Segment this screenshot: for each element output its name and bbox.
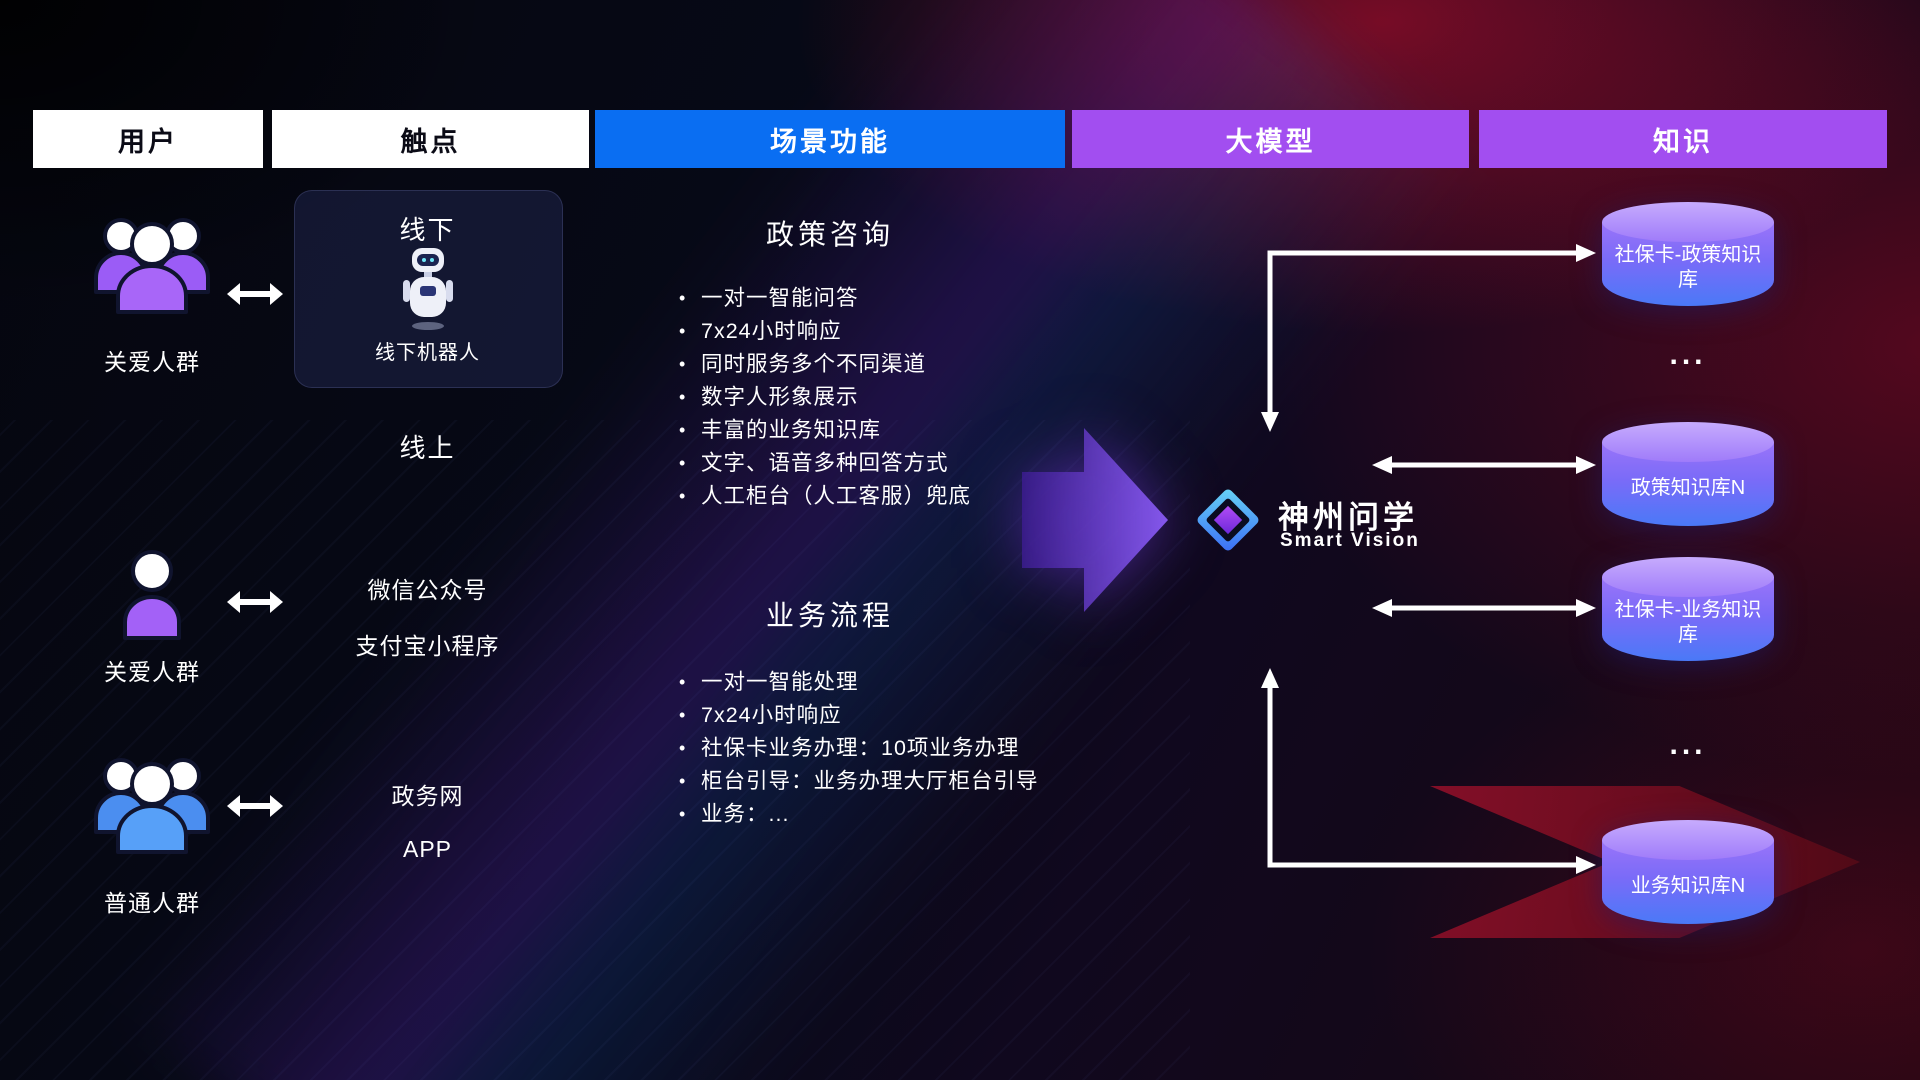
robot-icon — [403, 248, 453, 330]
header-users: 用户 — [33, 110, 263, 168]
feature-item: 社保卡业务办理：10项业务办理 — [677, 732, 1039, 765]
cylinder-top — [1602, 557, 1774, 597]
business-feature-list: 一对一智能处理 7x24小时响应 社保卡业务办理：10项业务办理 柜台引导：业务… — [677, 666, 1039, 831]
bidirectional-arrow-icon — [227, 591, 283, 613]
online-title: 线上 — [399, 433, 456, 463]
scene-title-business: 业务流程 — [765, 600, 894, 631]
db-label: 业务知识库N — [1630, 874, 1746, 897]
db-label: 政策知识库N — [1630, 476, 1746, 499]
user-group-purple-icon — [94, 218, 210, 314]
knowledge-db-business-sscard: 社保卡-业务知识库 — [1602, 557, 1774, 661]
feature-item: 人工柜台（人工客服）兜底 — [677, 480, 971, 513]
scene-title-policy: 政策咨询 — [765, 219, 894, 250]
offline-robot-label: 线下机器人 — [375, 342, 480, 364]
model-subtitle: Smart Vision — [1280, 530, 1420, 551]
cylinder-top — [1602, 202, 1774, 242]
feature-item: 同时服务多个不同渠道 — [677, 348, 971, 381]
db-label: 社保卡-业务知识库 — [1614, 599, 1762, 646]
ellipsis: ... — [1669, 338, 1707, 371]
header-touchpoints: 触点 — [272, 110, 589, 168]
feature-item: 一对一智能处理 — [677, 666, 1039, 699]
offline-title: 线下 — [399, 215, 456, 245]
bidirectional-arrow-icon — [227, 795, 283, 817]
user-single-icon — [123, 550, 181, 640]
policy-feature-list: 一对一智能问答 7x24小时响应 同时服务多个不同渠道 数字人形象展示 丰富的业… — [677, 282, 971, 513]
flow-arrow — [1022, 428, 1168, 612]
smart-vision-logo-icon — [1197, 489, 1259, 551]
model-name: 神州问学 — [1278, 500, 1418, 535]
touchpoint-app: APP — [402, 836, 453, 862]
feature-item: 丰富的业务知识库 — [677, 414, 971, 447]
feature-item: 7x24小时响应 — [677, 699, 1039, 732]
feature-item: 一对一智能问答 — [677, 282, 971, 315]
user-group-blue-icon — [94, 758, 210, 854]
feature-item: 文字、语音多种回答方式 — [677, 447, 971, 480]
knowledge-db-policy-sscard: 社保卡-政策知识库 — [1602, 202, 1774, 306]
touchpoint-wechat: 微信公众号 — [367, 577, 488, 603]
knowledge-db-business-n: 业务知识库N — [1602, 820, 1774, 924]
header-knowledge: 知识 — [1479, 110, 1887, 168]
bidirectional-arrow-icon — [227, 283, 283, 305]
feature-item: 数字人形象展示 — [677, 381, 971, 414]
user-label: 关爱人群 — [104, 659, 200, 685]
user-label: 关爱人群 — [104, 349, 200, 375]
cylinder-top — [1602, 422, 1774, 462]
cylinder-top — [1602, 820, 1774, 860]
feature-item: 业务：... — [677, 798, 1039, 831]
feature-item: 7x24小时响应 — [677, 315, 971, 348]
db-label: 社保卡-政策知识库 — [1614, 244, 1762, 291]
ellipsis: ... — [1669, 728, 1707, 761]
header-scene-functions: 场景功能 — [595, 110, 1065, 168]
header-large-model: 大模型 — [1072, 110, 1469, 168]
touchpoint-alipay: 支付宝小程序 — [355, 633, 500, 659]
feature-item: 柜台引导：业务办理大厅柜台引导 — [677, 765, 1039, 798]
touchpoint-gov-web: 政务网 — [391, 783, 464, 809]
knowledge-db-policy-n: 政策知识库N — [1602, 422, 1774, 526]
user-label: 普通人群 — [104, 890, 200, 916]
